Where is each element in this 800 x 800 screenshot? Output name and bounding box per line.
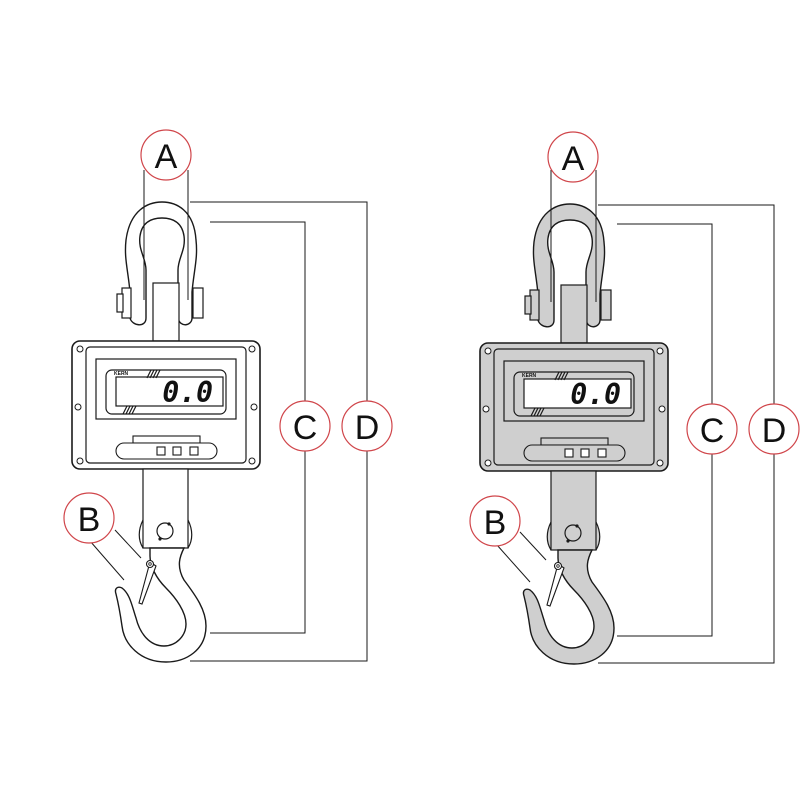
dimension-d: D bbox=[598, 204, 800, 664]
label-a: A bbox=[155, 138, 178, 176]
label-b: B bbox=[78, 501, 101, 539]
label-c: C bbox=[700, 412, 725, 450]
label-circle-a bbox=[140, 129, 192, 181]
dimension-b: B bbox=[469, 495, 547, 583]
brand-logo: KERN bbox=[522, 373, 537, 379]
label-circle-d bbox=[748, 403, 800, 455]
dimension-d: D bbox=[190, 201, 393, 662]
label-circle-b bbox=[63, 492, 115, 544]
label-a: A bbox=[562, 140, 585, 178]
dimension-a: A bbox=[140, 129, 192, 300]
lcd-reading: 0.0 bbox=[570, 378, 621, 411]
scale-variant-outline: 0.0 KERN A B C D bbox=[63, 129, 393, 663]
label-b: B bbox=[484, 504, 507, 542]
label-d: D bbox=[762, 412, 787, 450]
dimension-b: B bbox=[63, 492, 142, 581]
label-c: C bbox=[293, 409, 318, 447]
crane-scale-filled bbox=[479, 203, 669, 665]
dimension-a: A bbox=[547, 131, 599, 302]
label-circle-d bbox=[341, 400, 393, 452]
brand-logo: KERN bbox=[114, 371, 129, 377]
crane-scale-outline bbox=[71, 201, 261, 663]
dimension-c: C bbox=[210, 221, 331, 634]
label-d: D bbox=[355, 409, 380, 447]
label-circle-c bbox=[686, 403, 738, 455]
label-circle-a bbox=[547, 131, 599, 183]
label-circle-c bbox=[279, 400, 331, 452]
lcd-reading: 0.0 bbox=[162, 376, 213, 409]
dimension-c: C bbox=[617, 223, 738, 637]
label-circle-b bbox=[469, 495, 521, 547]
scale-variant-filled: 0.0 KERN A B C D bbox=[469, 131, 800, 665]
